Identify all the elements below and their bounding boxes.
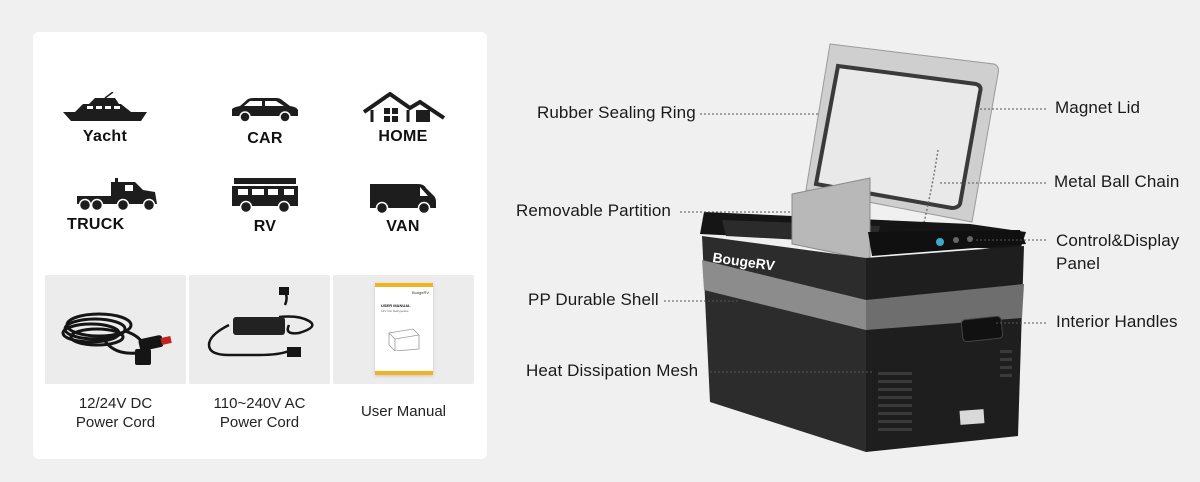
callout-removable-partition: Removable Partition bbox=[516, 201, 671, 220]
scene-yacht: Yacht bbox=[45, 92, 165, 146]
manual-booklet: BougeRV USER MANUAL 12V Car Refrigerator bbox=[375, 283, 433, 375]
scene-label: RV bbox=[253, 218, 277, 235]
car-icon bbox=[232, 98, 298, 122]
accessory-label-manual: User Manual bbox=[333, 402, 474, 421]
scene-van: VAN bbox=[343, 182, 463, 236]
scene-label: TRUCK bbox=[67, 216, 125, 233]
dc-power-cord-image bbox=[45, 275, 186, 384]
accessory-label-dc: 12/24V DC Power Cord bbox=[45, 394, 186, 432]
accessory-line1: 110~240V AC bbox=[213, 395, 306, 412]
scene-label: VAN bbox=[386, 218, 420, 235]
scene-label: HOME bbox=[378, 128, 428, 145]
callout-interior-handles: Interior Handles bbox=[1056, 312, 1178, 331]
truck-icon bbox=[77, 178, 157, 212]
van-icon bbox=[370, 184, 436, 214]
accessory-line2: Power Cord bbox=[75, 414, 156, 431]
scene-label: Yacht bbox=[82, 128, 128, 145]
scene-label: CAR bbox=[247, 130, 283, 147]
product-diagram: BougeRV Rubber Sealing Ring Removable Pa… bbox=[500, 0, 1200, 482]
accessory-line1: User Manual bbox=[360, 403, 447, 420]
yacht-icon bbox=[63, 92, 147, 121]
ac-power-cord-image bbox=[189, 275, 330, 384]
scene-home: HOME bbox=[343, 92, 463, 146]
manual-subtitle: 12V Car Refrigerator bbox=[381, 309, 409, 313]
rv-icon bbox=[232, 178, 298, 214]
manual-brand: BougeRV bbox=[411, 290, 429, 295]
home-icon bbox=[362, 92, 446, 122]
accessory-line2: Power Cord bbox=[219, 414, 300, 431]
manual-title: USER MANUAL bbox=[381, 303, 411, 308]
scene-car: CAR bbox=[205, 96, 325, 148]
callout-pp-durable-shell: PP Durable Shell bbox=[528, 290, 659, 309]
scene-truck: TRUCK bbox=[57, 178, 177, 234]
accessories-card: Yacht CAR HOME bbox=[33, 32, 487, 459]
callout-metal-ball-chain: Metal Ball Chain bbox=[1054, 172, 1180, 191]
fridge-image: BougeRV bbox=[664, 43, 1048, 452]
callout-rubber-sealing-ring: Rubber Sealing Ring bbox=[537, 103, 696, 122]
callout-control-display-panel: Control&Display Panel bbox=[1056, 231, 1180, 273]
callout-magnet-lid: Magnet Lid bbox=[1055, 98, 1141, 117]
scene-rv: RV bbox=[205, 178, 325, 236]
callout-heat-dissipation-mesh: Heat Dissipation Mesh bbox=[526, 361, 699, 380]
accessory-line1: 12/24V DC bbox=[78, 395, 153, 412]
user-manual-image: BougeRV USER MANUAL 12V Car Refrigerator bbox=[333, 275, 474, 384]
accessory-label-ac: 110~240V AC Power Cord bbox=[189, 394, 330, 432]
